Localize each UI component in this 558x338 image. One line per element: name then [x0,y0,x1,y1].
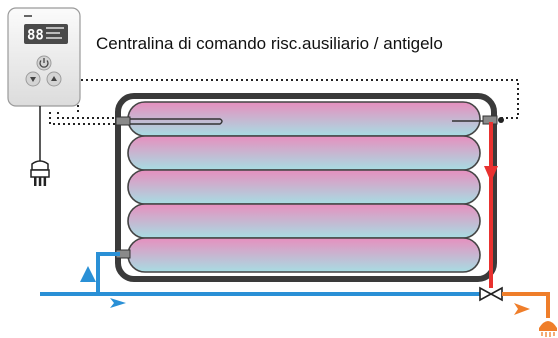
electric-heater-element [115,116,223,126]
hot-water-line [484,122,498,288]
shower-head-icon [539,321,557,337]
heating-coil [127,101,481,273]
cold-water-line [40,252,484,308]
down-arrow-icon[interactable] [25,71,41,87]
controller-unit: 88 [7,7,81,107]
controller-display: 88 [27,28,44,44]
power-plug-icon [30,160,50,186]
power-icon[interactable] [36,55,52,71]
mixing-valve-icon [479,286,503,302]
outlet-line [502,292,550,318]
diagram-caption: Centralina di comando risc.ausiliario / … [96,34,443,53]
storage-tank [115,93,504,282]
up-arrow-icon[interactable] [46,71,62,87]
